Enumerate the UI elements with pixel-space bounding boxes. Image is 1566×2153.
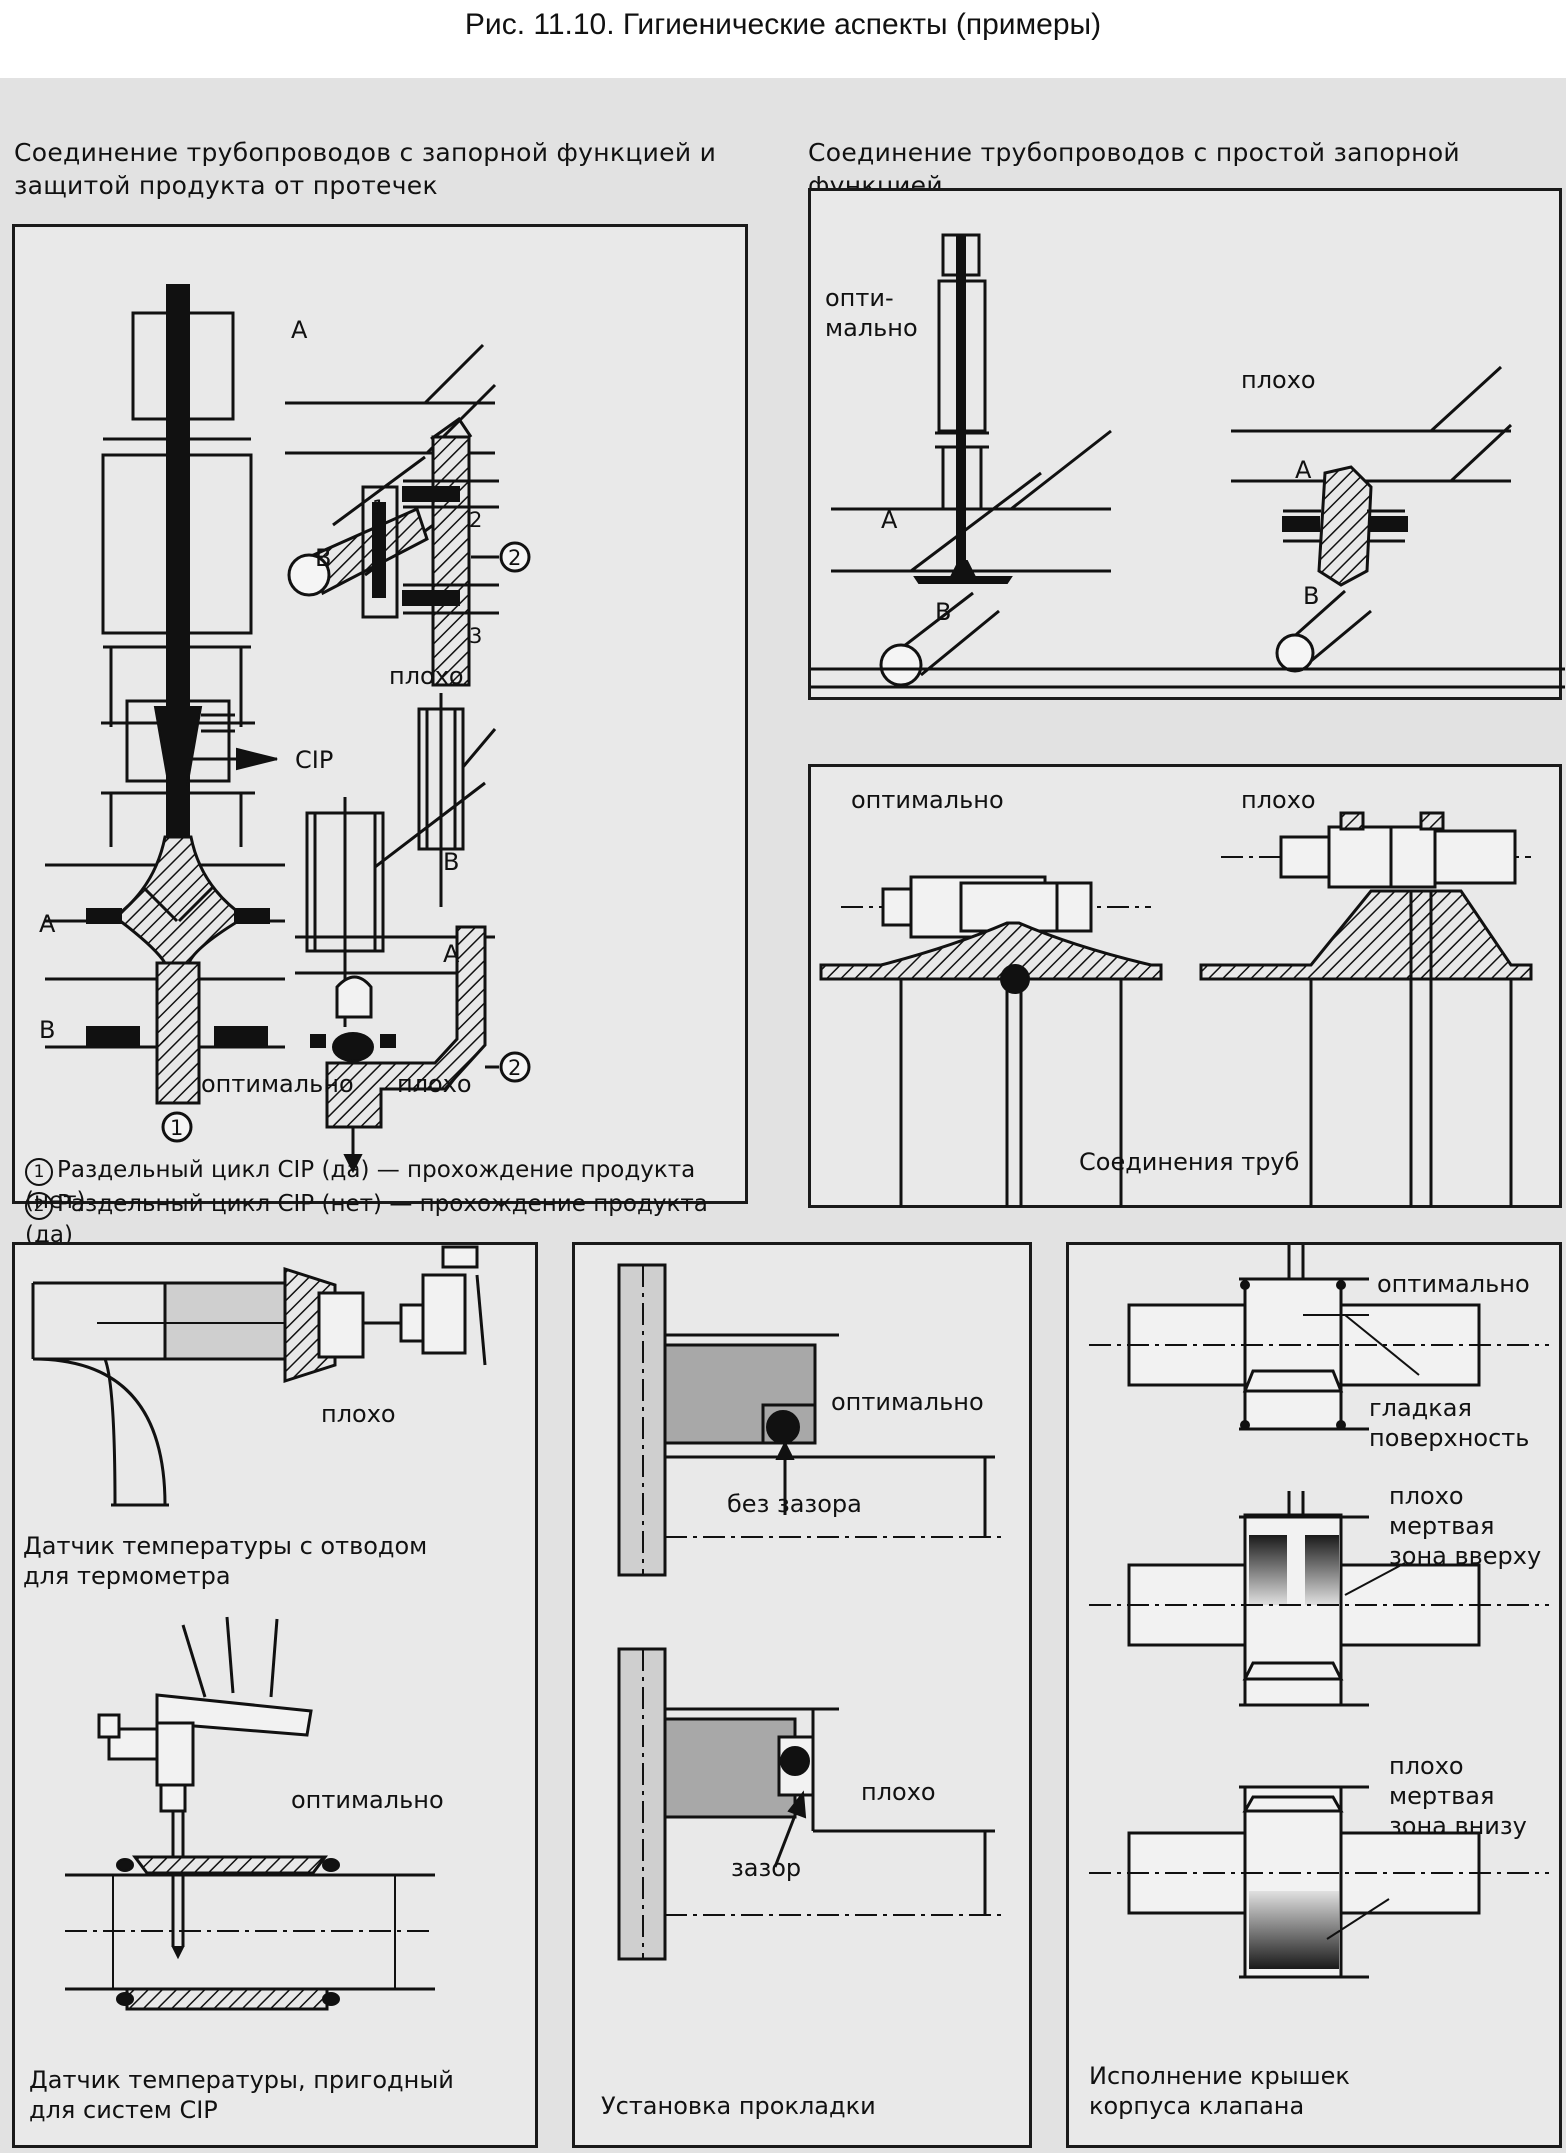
leak-protection-panel: A B 1 2 3 2 плохо CIP A B оптимально 1 B… <box>12 224 748 1248</box>
legend-text-1: Раздельный цикл CIP (да) — прохождение п… <box>25 1157 696 1214</box>
leak-label-small-3: 3 <box>469 624 483 648</box>
simple-label-a-bad: A <box>1295 456 1312 484</box>
leak-protection-drawing <box>45 284 531 1174</box>
sensor-caption-top: Датчик температуры с отводом для термоме… <box>23 1532 428 1590</box>
leak-label-b-optimal: B <box>39 1016 56 1044</box>
legend-circle-1: 1 <box>25 1158 53 1186</box>
gasket-drawing <box>617 1263 1005 1961</box>
optimal-gasket <box>617 1263 1005 1577</box>
leak-label-a-top: A <box>291 316 308 344</box>
bad-bottom-valve-cover <box>1089 1785 1549 1979</box>
leak-label-b-top: B <box>315 544 332 572</box>
simple-shutoff-drawing <box>811 233 1565 689</box>
bad-cip-connection <box>295 693 531 1174</box>
sensor-caption-bottom: Датчик температуры, пригодный для систем… <box>29 2066 454 2124</box>
leak-label-cip: CIP <box>295 746 334 774</box>
leak-label-small-2: 2 <box>469 508 483 532</box>
gasket-label-optimal: оптимально <box>831 1388 984 1416</box>
bad-temperature-sensor <box>31 1245 487 1507</box>
pipe-joints-drawing <box>819 811 1533 1207</box>
simple-shutoff-panel: опти- мально A B плохо A B <box>808 188 1565 700</box>
joints-label-optimal: оптимально <box>851 786 1004 814</box>
figure-sheet: Соединение трубопроводов с запорной функ… <box>0 78 1566 2153</box>
gasket-panel: оптимально без зазора плохо зазор Устано… <box>572 1242 1032 2148</box>
leak-label-circle-1: 1 <box>170 1116 184 1140</box>
leak-label-bad-bottom: плохо <box>397 1070 472 1098</box>
gasket-caption: Установка прокладки <box>601 2092 876 2120</box>
bad-three-way-connection <box>285 343 531 687</box>
leak-label-b-bottom: B <box>443 848 460 876</box>
covers-label-bad-bottom: плохо мертвая зона внизу <box>1389 1752 1527 1840</box>
optimal-temperature-sensor <box>65 1616 435 2011</box>
covers-label-bad-top: плохо мертвая зона вверху <box>1389 1482 1542 1570</box>
legend-text-2: Раздельный цикл CIP (нет) — прохождение … <box>25 1191 708 1248</box>
valve-covers-panel: оптимально гладкая поверхность плохо мер… <box>1066 1242 1562 2148</box>
simple-label-a-optimal: A <box>881 506 898 534</box>
joints-caption: Соединения труб <box>1079 1148 1300 1176</box>
optimal-simple-valve <box>831 233 1112 687</box>
bad-top-valve-cover <box>1089 1491 1549 1707</box>
sensor-label-optimal: оптимально <box>291 1786 444 1814</box>
leak-label-optimal: оптимально <box>201 1070 354 1098</box>
leak-protection-title: Соединение трубопроводов с запорной функ… <box>14 138 717 200</box>
leak-label-circle-2-top: 2 <box>508 546 522 570</box>
leak-label-small-1: 1 <box>372 496 386 520</box>
leak-label-bad-top: плохо <box>389 662 464 690</box>
simple-label-b-bad: B <box>1303 582 1320 610</box>
gasket-label-gap: зазор <box>731 1854 802 1882</box>
gasket-label-no-gap: без зазора <box>727 1490 862 1518</box>
simple-label-b-optimal: B <box>935 598 952 626</box>
covers-label-optimal: оптимально <box>1377 1270 1530 1298</box>
figure-title: Рис. 11.10. Гигиенические аспекты (приме… <box>464 8 1102 41</box>
bad-pipe-joint <box>1199 811 1533 1207</box>
leak-label-circle-2-bottom: 2 <box>508 1056 522 1080</box>
gasket-label-bad: плохо <box>861 1778 936 1806</box>
optimal-pipe-joint <box>819 875 1163 1207</box>
simple-label-bad: плохо <box>1241 366 1316 394</box>
optimal-double-seat-valve <box>45 284 285 1143</box>
optimal-valve-cover <box>1089 1245 1549 1431</box>
joints-label-bad: плохо <box>1241 786 1316 814</box>
leak-label-a-optimal: A <box>39 910 56 938</box>
temp-sensor-panel: плохо Датчик температуры с отводом для т… <box>12 1242 538 2148</box>
bad-simple-valve <box>1231 365 1513 673</box>
bad-gasket <box>617 1647 1005 1961</box>
covers-caption: Исполнение крышек корпуса клапана <box>1089 2062 1350 2120</box>
covers-label-smooth: гладкая поверхность <box>1369 1394 1530 1452</box>
simple-label-optimal: опти- мально <box>825 284 918 342</box>
pipe-joints-panel: оптимально плохо Соединения труб <box>808 764 1562 1208</box>
temp-sensor-drawing <box>31 1245 487 2011</box>
legend-circle-2: 2 <box>25 1192 53 1220</box>
leak-label-a-bottom: A <box>443 940 460 968</box>
valve-covers-drawing <box>1089 1245 1549 1979</box>
sensor-label-bad: плохо <box>321 1400 396 1428</box>
